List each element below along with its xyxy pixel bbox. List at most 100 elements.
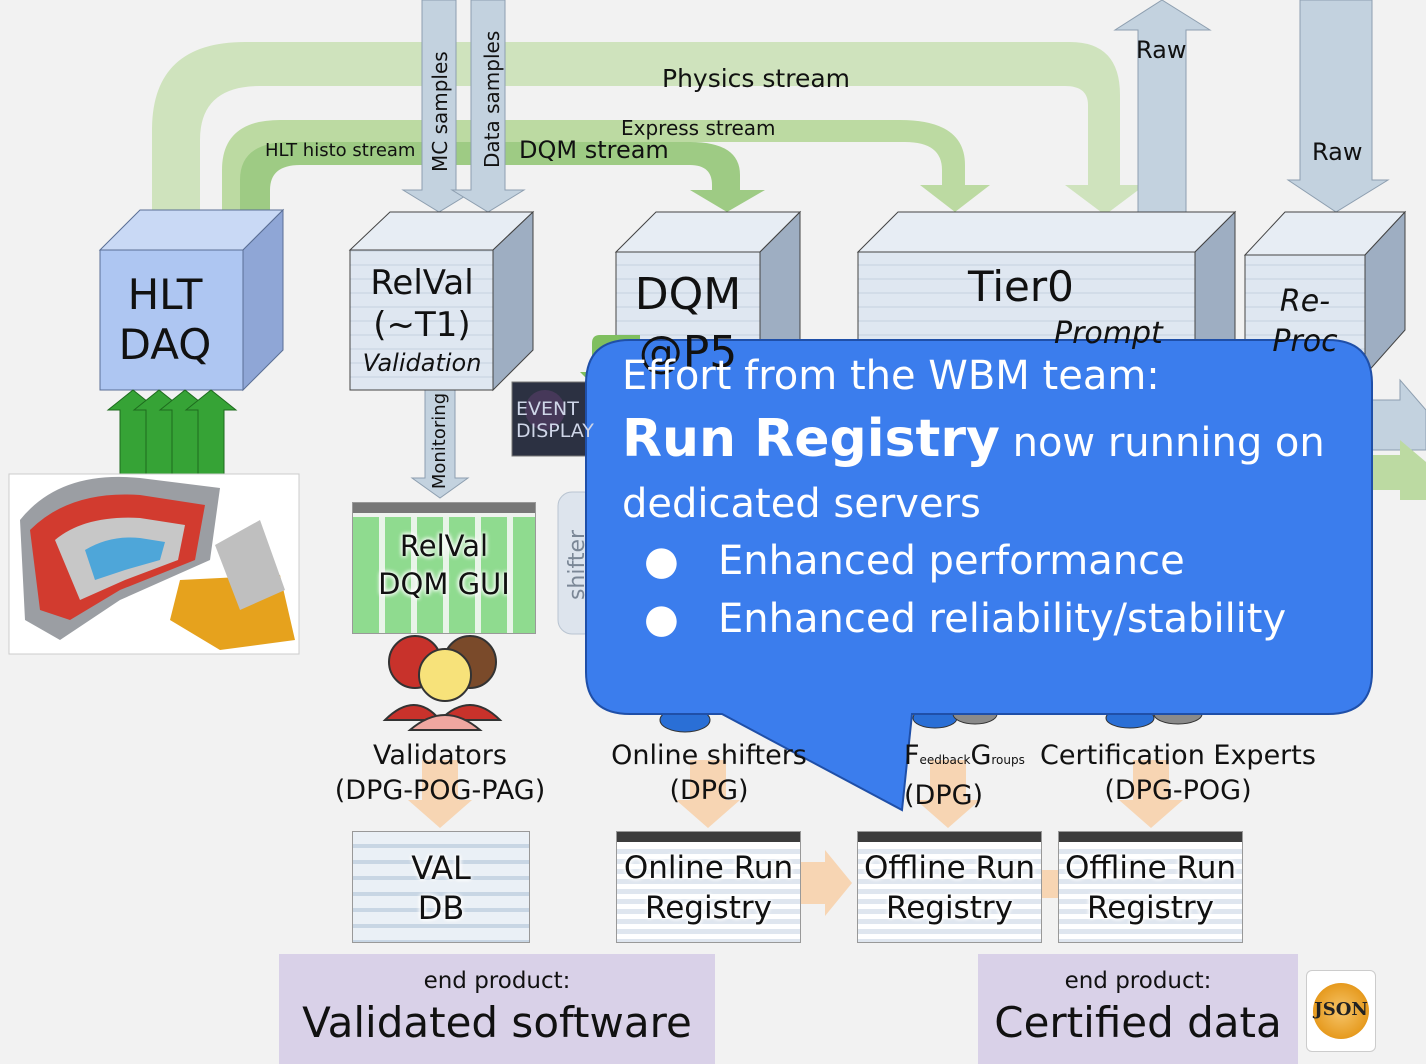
relval-box — [349, 249, 494, 391]
validators-sub: (DPG-POG-PAG) — [334, 775, 546, 806]
feedback-eedback: eedback — [919, 753, 971, 767]
val-db-rows — [353, 832, 529, 942]
feedback-g: G — [970, 740, 992, 771]
certification-experts-sub: (DPG-POG) — [1104, 775, 1252, 806]
registry-feed-arrows — [408, 760, 1183, 916]
json-logo-circle — [1313, 983, 1369, 1039]
end-product-software-label: end product: — [423, 968, 571, 994]
gui-header-bar — [353, 503, 535, 513]
tier0-title: Tier0 — [968, 262, 1074, 311]
online-shifters-label: Online shifters (DPG) — [596, 738, 822, 808]
right-arrow-green — [1370, 440, 1426, 500]
callout-line2-rest: now running on — [999, 420, 1325, 466]
validators-label: Validators (DPG-POG-PAG) — [320, 738, 560, 808]
offline-run-2-line1: Offline Run — [1065, 850, 1236, 886]
relval-title: RelVal — [370, 263, 474, 303]
callout-bullet-1: ●Enhanced performance — [622, 532, 1362, 590]
online-run-registry-title: Online Run Registry — [617, 848, 800, 928]
hlt-histo-stream-label: HLT histo stream — [265, 140, 416, 161]
offline-run-registry-2-screenshot: Offline Run Registry — [1058, 831, 1243, 943]
express-stream-arrow — [222, 120, 990, 215]
end-product-data: end product: Certified data — [978, 954, 1298, 1064]
reproc-line2: Proc — [1272, 324, 1338, 359]
offline-run-registry-1-screenshot: Offline Run Registry — [857, 831, 1042, 943]
data-samples-label: Data samples — [480, 30, 504, 168]
cms-detector-image — [8, 473, 300, 655]
raw-down-label: Raw — [1312, 138, 1363, 166]
relval-t1: (~T1) — [373, 305, 471, 345]
validators-people-icon — [382, 635, 503, 731]
feedback-groups-label: FeedbackGroups (DPG) — [904, 738, 1025, 813]
offline-run-registry-1-header — [858, 832, 1041, 842]
callout-line3: dedicated servers — [622, 481, 981, 527]
bullet-dot-icon: ● — [644, 596, 679, 642]
certification-experts-name: Certification Experts — [1040, 740, 1316, 771]
gui-histogram-grid — [353, 517, 535, 633]
data-samples-arrow — [450, 0, 526, 213]
shifter-label: shifter — [565, 529, 590, 601]
feedback-groups-sub: (DPG) — [904, 780, 984, 811]
callout-line1: Effort from the WBM team: — [622, 353, 1160, 399]
callout-bullets: ●Enhanced performance ● Enhanced reliabil… — [622, 532, 1362, 648]
relval-dqm-gui-screenshot: RelVal DQM GUI — [352, 502, 536, 634]
monitoring-arrow — [410, 389, 470, 499]
json-logo-text: JSON — [1314, 999, 1368, 1020]
detector-readout-arrows — [106, 389, 238, 476]
physics-stream-label: Physics stream — [662, 64, 851, 93]
validators-name: Validators — [373, 740, 507, 771]
physics-stream-arrow — [152, 42, 1145, 215]
gui-title-line2: DQM GUI — [378, 567, 510, 601]
callout-line2: Run Registry now running on — [622, 406, 1362, 476]
dqm-title: DQM — [634, 269, 742, 320]
dqm-stream-arrow — [240, 142, 765, 215]
relval-label: RelVal (~T1) Validation — [352, 262, 492, 380]
bullet-dot-icon: ● — [644, 538, 679, 584]
mc-samples-arrow — [401, 0, 477, 213]
right-arrow-grey — [1369, 378, 1426, 451]
val-db-screenshot: VAL DB — [352, 831, 530, 943]
raw-up-arrow — [1113, 0, 1212, 216]
monitoring-label: Monitoring — [429, 392, 450, 490]
express-stream-label: Express stream — [621, 116, 776, 140]
hlt-daq-box — [99, 249, 244, 391]
online-run-line1: Online Run — [623, 850, 794, 886]
dqm-p5: @P5 — [638, 327, 738, 378]
online-shifters-name: Online shifters — [611, 740, 807, 771]
daq-label: DAQ — [118, 320, 212, 369]
reproc-line1: Re- — [1279, 284, 1331, 319]
val-db-title: VAL DB — [353, 848, 529, 928]
hlt-label: HLT — [127, 270, 203, 319]
online-shifters-sub: (DPG) — [669, 775, 749, 806]
feedback-roups: roups — [991, 753, 1025, 767]
offline-run-registry-2-rows — [1059, 844, 1242, 942]
end-product-data-value: Certified data — [994, 998, 1282, 1047]
end-product-data-label: end product: — [1064, 968, 1212, 994]
offline-run-1-line2: Registry — [886, 890, 1013, 926]
certification-experts-label: Certification Experts (DPG-POG) — [1030, 738, 1326, 808]
offline-run-1-line1: Offline Run — [864, 850, 1035, 886]
callout-bullet-2-text: Enhanced reliability/stability — [718, 596, 1287, 642]
mc-samples-label: MC samples — [428, 51, 452, 172]
offline-run-registry-2-header — [1059, 832, 1242, 842]
callout-bullet-2: ● Enhanced reliability/stability — [622, 590, 1362, 648]
feedback-f: F — [904, 740, 920, 771]
callout-bubble — [585, 339, 1373, 812]
event-display-label: EVENT DISPLAY — [516, 398, 594, 442]
dqm-label: DQM @P5 — [620, 266, 756, 382]
end-product-software: end product: Validated software — [279, 954, 715, 1064]
callout-text: Effort from the WBM team: Run Registry n… — [622, 346, 1362, 648]
hlt-daq-label: HLT DAQ — [100, 270, 230, 370]
end-product-software-value: Validated software — [302, 998, 692, 1047]
online-run-registry-rows — [617, 844, 800, 942]
val-db-line2: DB — [417, 889, 465, 927]
raw-up-label: Raw — [1136, 36, 1187, 64]
online-run-line2: Registry — [645, 890, 772, 926]
raw-down-arrow — [1286, 0, 1390, 213]
offline-run-registry-2-title: Offline Run Registry — [1059, 848, 1242, 928]
callout-run-registry: Run Registry — [622, 409, 1000, 469]
online-run-registry-screenshot: Online Run Registry — [616, 831, 801, 943]
offline-run-registry-1-rows — [858, 844, 1041, 942]
online-run-registry-header — [617, 832, 800, 842]
val-db-line1: VAL — [411, 849, 471, 887]
